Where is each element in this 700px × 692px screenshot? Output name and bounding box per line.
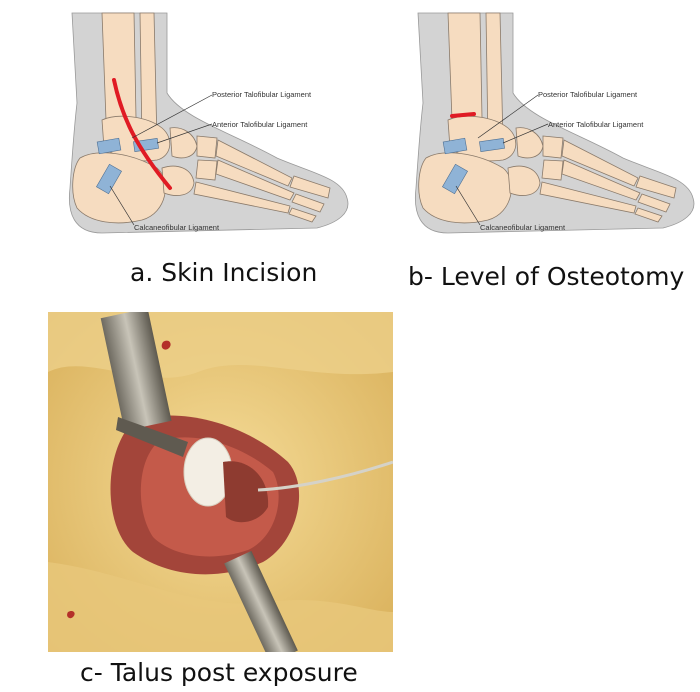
toe-3 — [288, 207, 317, 223]
label-posterior-talofibular: Posterior Talofibular Ligament — [538, 90, 638, 99]
toe-1 — [289, 175, 331, 199]
retractor-upper-tip — [116, 417, 188, 457]
skin-incision-line — [112, 78, 172, 190]
tibia — [447, 12, 483, 121]
metatarsal-3 — [193, 181, 291, 214]
caption-skin-incision: a. Skin Incision — [130, 258, 318, 287]
posterior-talofibular-ligament — [96, 137, 122, 155]
calcaneofibular-ligament — [96, 163, 122, 195]
toe-2 — [637, 193, 671, 213]
label-anterior-talofibular: Anterior Talofibular Ligament — [212, 120, 308, 129]
metatarsal-2 — [215, 159, 295, 201]
osteotomy-level-line — [450, 112, 476, 118]
label-anterior-talofibular: Anterior Talofibular Ligament — [548, 120, 644, 129]
ankle-diagram-incision: Posterior Talofibular Ligament Anterior … — [68, 12, 349, 234]
toe-2 — [291, 193, 325, 213]
metatarsal-1 — [561, 139, 639, 187]
cuneiform-1 — [196, 135, 218, 159]
calcaneus — [418, 152, 512, 224]
label-posterior-talofibular: Posterior Talofibular Ligament — [212, 90, 312, 99]
leader-lines — [455, 94, 549, 226]
cuneiform-2 — [195, 159, 218, 181]
posterior-talofibular-ligament — [442, 137, 468, 155]
caption-talus-exposure: c- Talus post exposure — [80, 658, 358, 687]
toe-1 — [635, 175, 677, 199]
probe-instrument — [257, 460, 393, 492]
label-calcaneofibular: Calcaneofibular Ligament — [480, 223, 566, 232]
caption-osteotomy-level: b- Level of Osteotomy — [408, 262, 685, 291]
metatarsal-3 — [539, 181, 637, 214]
metatarsal-1 — [215, 139, 293, 187]
calcaneus — [72, 152, 166, 224]
leader-lines — [109, 94, 213, 226]
bone-surface — [223, 461, 269, 523]
ankle-diagram-osteotomy: Posterior Talofibular Ligament Anterior … — [414, 12, 695, 234]
skin-fold-lower — [48, 562, 393, 652]
surgical-exposure-photo — [48, 312, 393, 652]
retractor-upper — [100, 312, 172, 431]
label-calcaneofibular: Calcaneofibular Ligament — [134, 223, 220, 232]
toe-3 — [634, 207, 663, 223]
ligaments — [442, 137, 505, 195]
anterior-talofibular-ligament — [479, 138, 505, 152]
retractor-lower — [224, 550, 298, 652]
cuneiform-1 — [542, 135, 564, 159]
calcaneofibular-ligament — [442, 163, 468, 195]
bones — [72, 12, 331, 224]
cuboid — [507, 165, 541, 196]
cuneiform-2 — [541, 159, 564, 181]
metatarsal-2 — [561, 159, 641, 201]
